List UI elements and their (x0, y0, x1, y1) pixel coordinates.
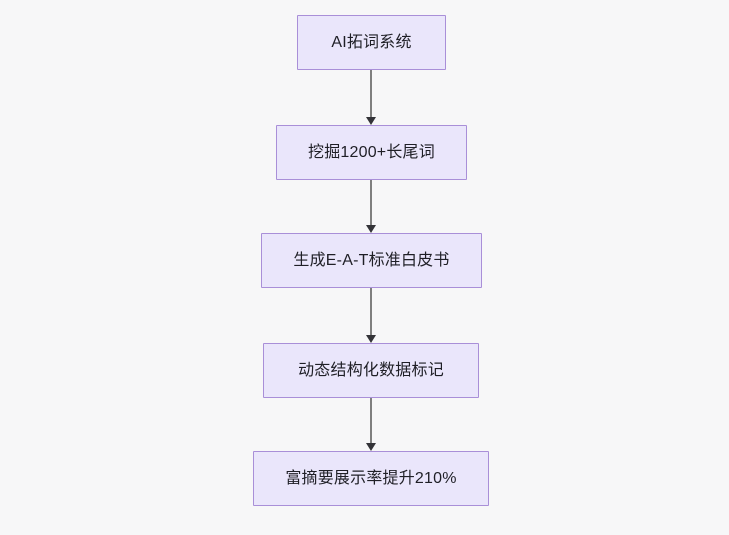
flow-node-label: 动态结构化数据标记 (298, 361, 444, 379)
flow-node-label: 富摘要展示率提升210% (285, 469, 457, 487)
flow-node-dynamic-structured-data-markup[interactable]: 动态结构化数据标记 (263, 343, 479, 398)
arrow-line (370, 70, 372, 118)
flow-node-rich-snippet-rate-increase[interactable]: 富摘要展示率提升210% (253, 451, 489, 506)
arrow-head-icon (366, 335, 376, 343)
flow-node-label: 挖掘1200+长尾词 (308, 143, 435, 161)
flow-node-generate-eat-whitepaper[interactable]: 生成E-A-T标准白皮书 (261, 233, 482, 288)
arrow-line (370, 398, 372, 444)
arrow-head-icon (366, 443, 376, 451)
flow-node-label: 生成E-A-T标准白皮书 (293, 251, 450, 269)
flow-node-label: AI拓词系统 (331, 33, 412, 51)
arrow-head-icon (366, 117, 376, 125)
arrow-line (370, 288, 372, 336)
flow-node-mine-longtail-keywords[interactable]: 挖掘1200+长尾词 (276, 125, 467, 180)
arrow-head-icon (366, 225, 376, 233)
arrow-line (370, 180, 372, 226)
flow-node-ai-keyword-system[interactable]: AI拓词系统 (297, 15, 446, 70)
